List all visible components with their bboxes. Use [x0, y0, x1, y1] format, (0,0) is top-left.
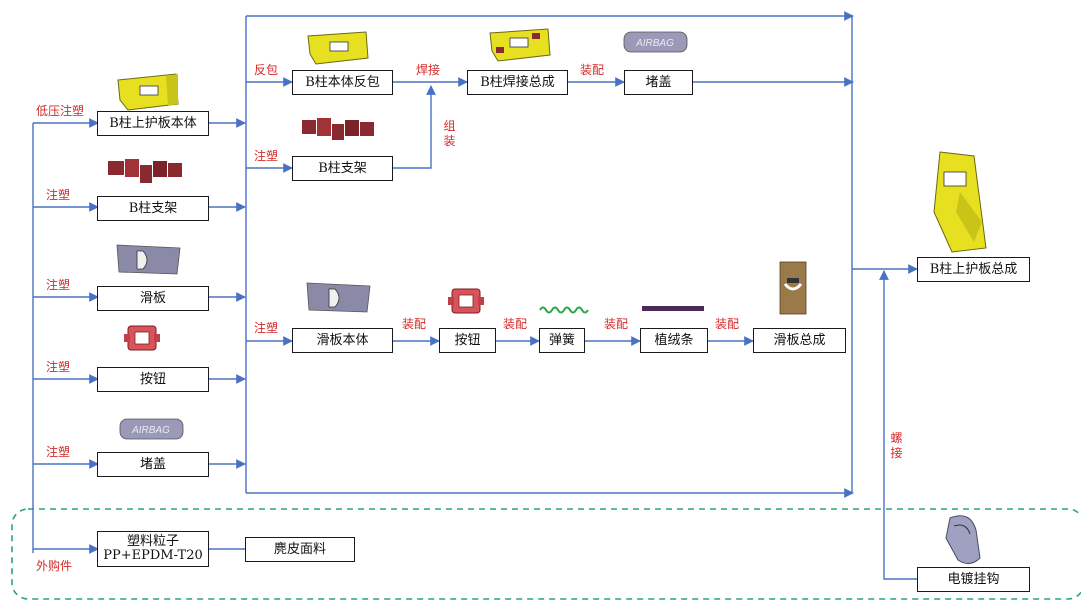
- slider-image: [116, 244, 181, 275]
- label-wrap: 反包: [254, 63, 279, 77]
- box-b-bracket-left: B柱支架: [97, 196, 209, 221]
- airbag-text: AIRBAG: [635, 38, 674, 49]
- label-injection: 注塑: [46, 188, 71, 202]
- label-injection-slider: 注塑: [254, 321, 279, 335]
- box-final-assy: B柱上护板总成: [917, 257, 1030, 282]
- label-assembly: 装配: [402, 317, 427, 331]
- box-cap-right: 堵盖: [624, 70, 693, 95]
- screw-joint-line: [879, 270, 917, 580]
- box-b-bracket-mid: B柱支架: [292, 156, 393, 181]
- assemble-line: [393, 85, 436, 169]
- label-injection: 注塑: [46, 445, 71, 459]
- box-suede: 麂皮面料: [245, 537, 355, 562]
- box-button-left: 按钮: [97, 367, 209, 392]
- slider-body-image: [306, 282, 371, 313]
- label-assembly: 装配: [503, 317, 528, 331]
- label-assembly: 装配: [604, 317, 629, 331]
- box-spring: 弹簧: [539, 328, 585, 353]
- label-screw-joint: 螺接: [890, 431, 903, 460]
- hook-image: [945, 515, 981, 564]
- pellets-line-2: PP+EPDM-T20: [103, 548, 203, 563]
- airbag-cap-right-image: AIRBAG: [623, 31, 688, 53]
- flock-strip-image: [642, 306, 704, 311]
- airbag-text: AIRBAG: [131, 425, 170, 436]
- label-assembly: 装配: [580, 63, 605, 77]
- box-flock-strip: 植绒条: [640, 328, 708, 353]
- label-injection: 注塑: [46, 360, 71, 374]
- box-b-body-wrap: B柱本体反包: [292, 70, 393, 95]
- label-injection: 注塑: [46, 278, 71, 292]
- pellets-line-1: 塑料粒子: [126, 534, 179, 549]
- outsourced-parts-region: [11, 508, 1081, 600]
- box-plastic-pellets: 塑料粒子 PP+EPDM-T20: [97, 531, 209, 567]
- b-body-wrap-image: [307, 31, 369, 65]
- label-injection-mid: 注塑: [254, 149, 279, 163]
- box-slider-left: 滑板: [97, 286, 209, 311]
- label-outsourced: 外购件: [36, 559, 73, 573]
- box-cap-left: 堵盖: [97, 452, 209, 477]
- spring-image: [539, 306, 589, 314]
- box-b-upper-panel: B柱上护板本体: [97, 111, 209, 136]
- button-image: [124, 325, 160, 351]
- button-mid-image: [448, 288, 484, 314]
- label-welding: 焊接: [416, 63, 441, 77]
- airbag-cap-image: AIRBAG: [119, 418, 184, 440]
- box-slider-body: 滑板本体: [292, 328, 393, 353]
- b-weld-assy-image: [489, 28, 551, 62]
- label-assembly: 装配: [715, 317, 740, 331]
- b-pillar-panel-image: [117, 73, 179, 111]
- slider-assy-image: [779, 261, 807, 315]
- box-slider-assy: 滑板总成: [753, 328, 846, 353]
- bracket-mid-image: [302, 118, 374, 140]
- label-assemble-vertical: 组装: [443, 119, 456, 148]
- label-low-pressure-molding: 低压注塑: [36, 104, 85, 118]
- bracket-image: [108, 159, 182, 183]
- box-b-weld-assy: B柱焊接总成: [467, 70, 568, 95]
- box-hook: 电镀挂钩: [917, 567, 1030, 592]
- box-button-mid: 按钮: [439, 328, 496, 353]
- final-assy-image: [933, 151, 987, 253]
